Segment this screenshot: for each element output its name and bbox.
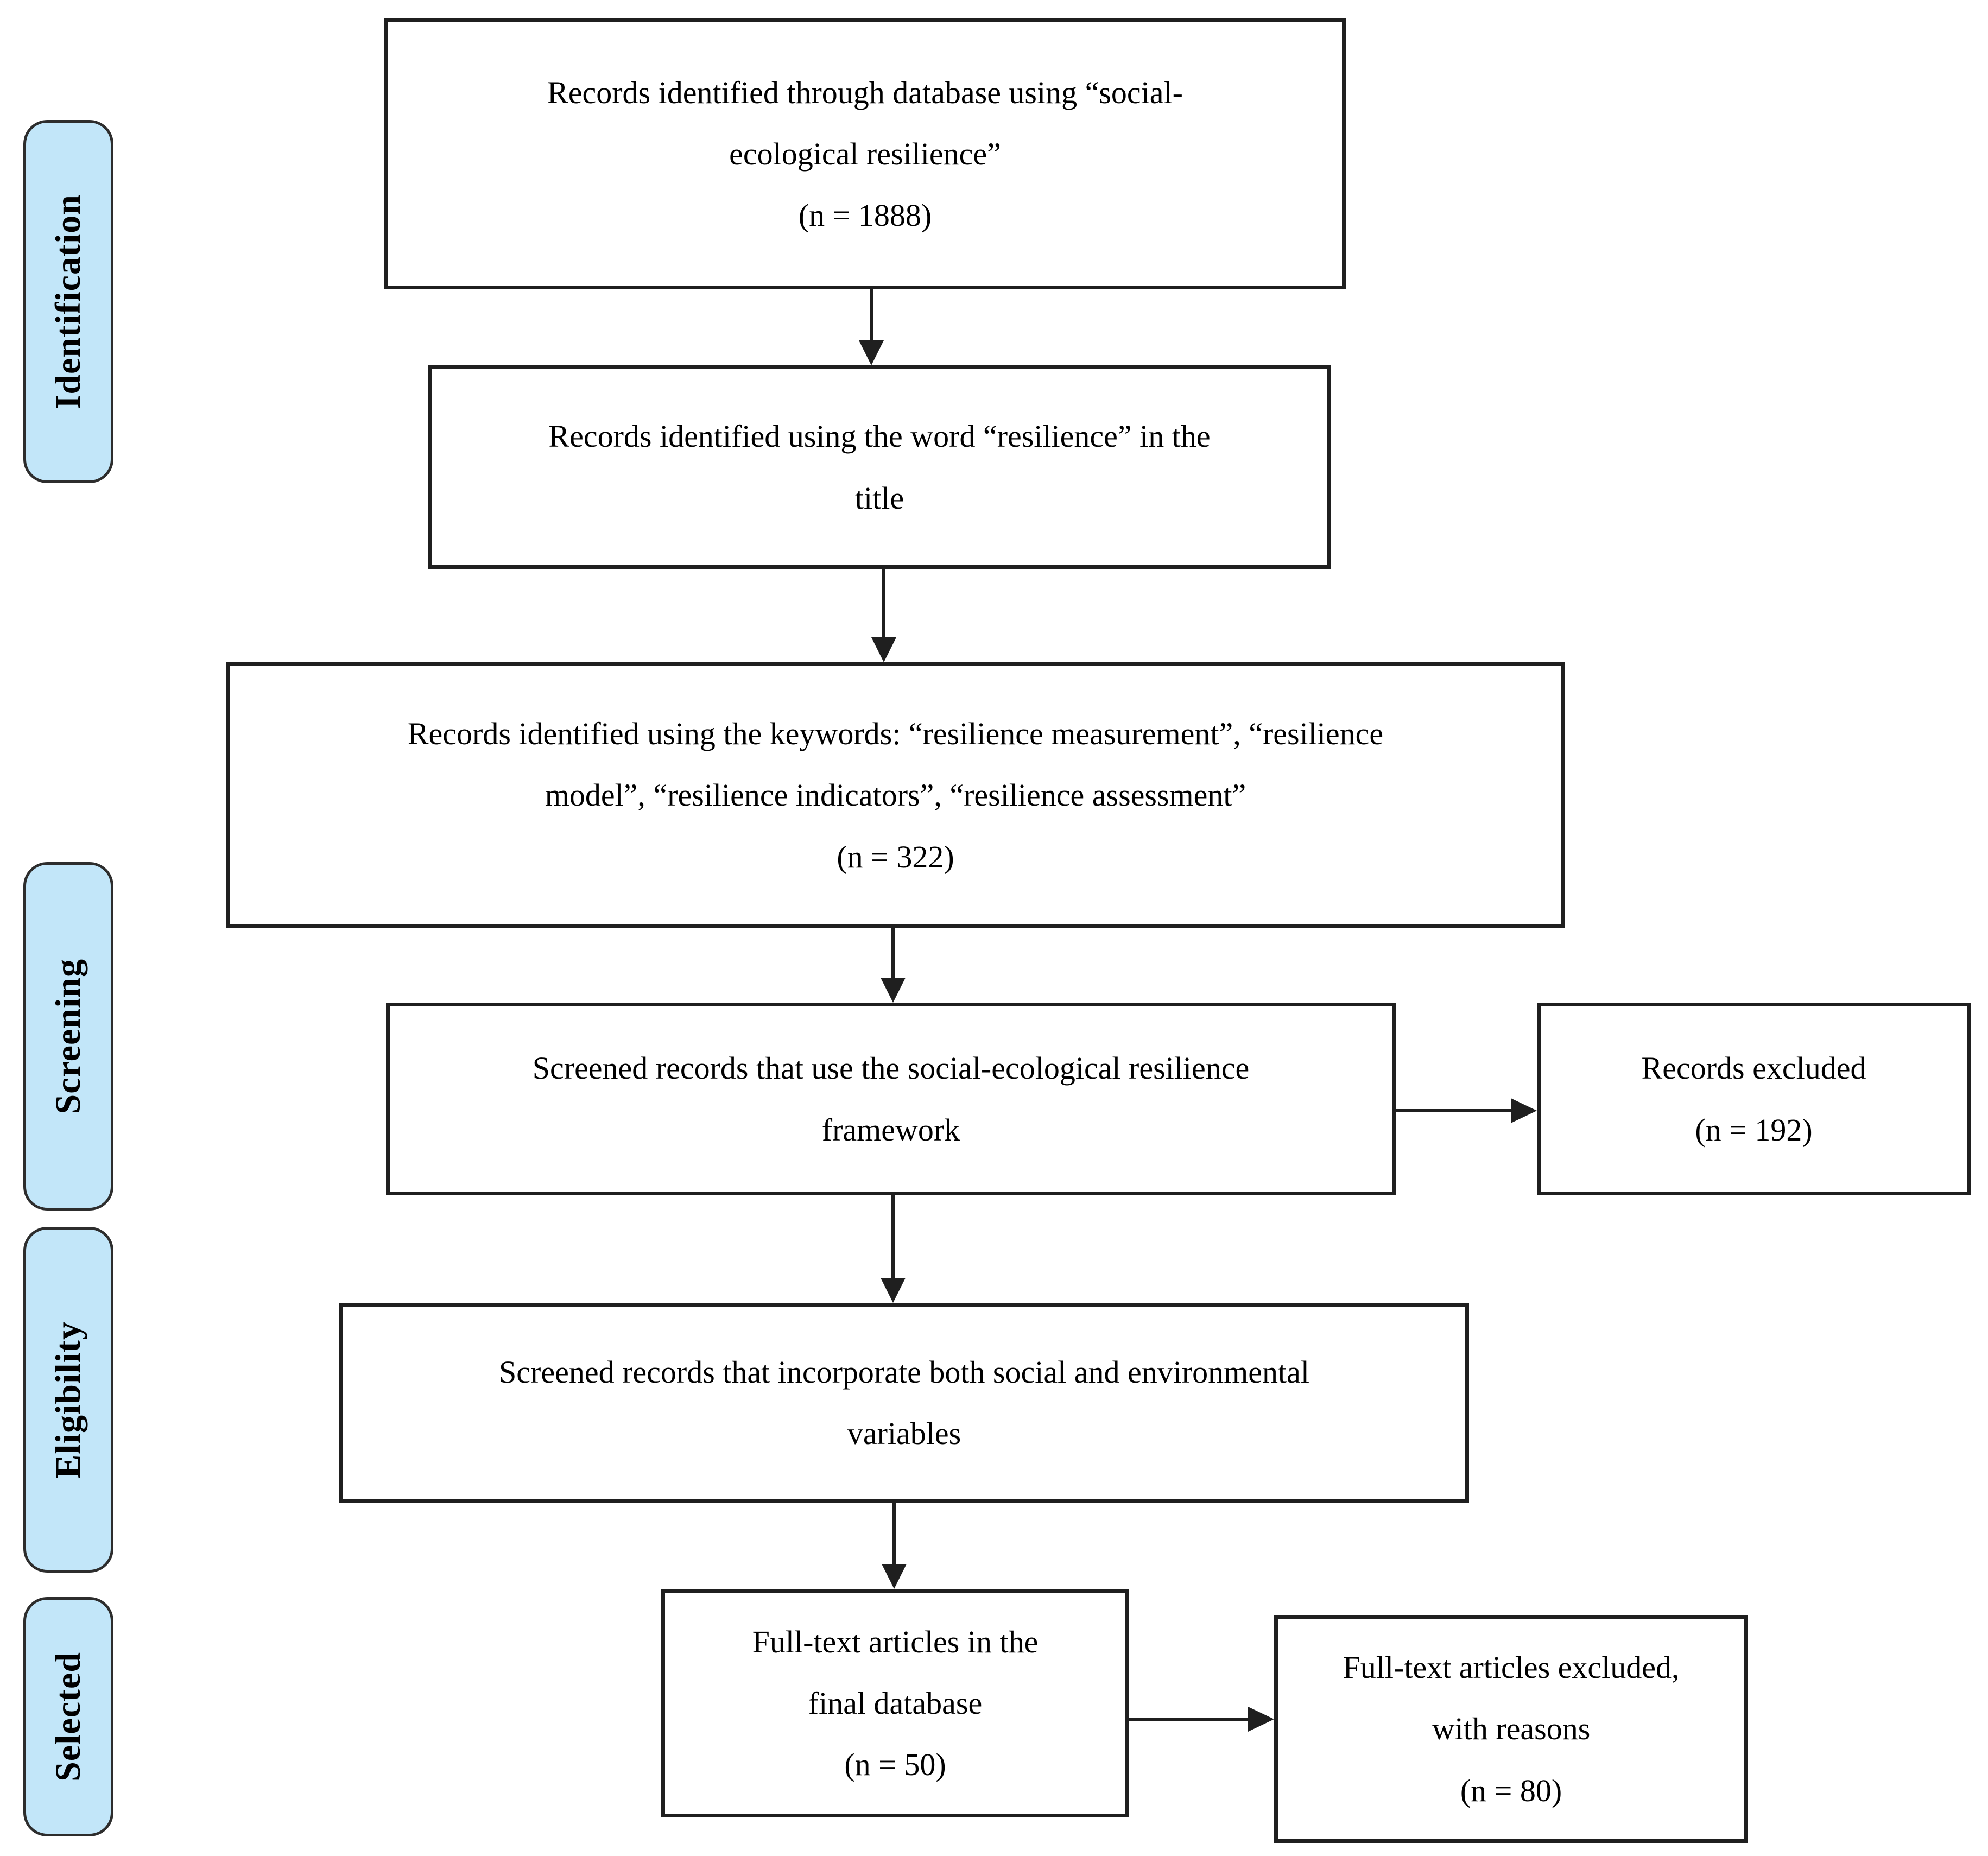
arrow-down-head-icon (881, 1278, 906, 1303)
arrow-down-head-icon (859, 340, 884, 365)
arrow-line (891, 928, 895, 983)
box-final-database-text: Full-text articles in the final database… (752, 1624, 1039, 1783)
arrow-line (1129, 1718, 1253, 1721)
arrow-down-head-icon (881, 978, 906, 1003)
arrow-variables-to-final (881, 1503, 907, 1589)
arrow-down-head-icon (882, 1564, 907, 1589)
arrow-line (870, 289, 873, 346)
arrow-down-head-icon (871, 637, 896, 662)
box-identified-database: Records identified through database usin… (384, 18, 1346, 289)
box-records-excluded-text: Records excluded (n = 192) (1641, 1050, 1866, 1148)
arrow-database-to-title (858, 289, 884, 365)
box-screened-framework-text: Screened records that use the social-eco… (532, 1050, 1250, 1148)
arrow-keywords-to-framework (880, 928, 906, 1003)
arrow-framework-to-variables (880, 1195, 906, 1303)
box-identified-database-text: Records identified through database usin… (547, 74, 1183, 233)
stage-label-selected-text: Selected (48, 1652, 88, 1782)
box-records-excluded: Records excluded (n = 192) (1537, 1003, 1971, 1195)
box-identified-title: Records identified using the word “resil… (428, 365, 1331, 569)
stage-label-screening: Screening (23, 862, 113, 1211)
box-screened-framework: Screened records that use the social-eco… (386, 1003, 1396, 1195)
arrow-framework-to-excluded (1396, 1098, 1537, 1124)
arrow-line (891, 1195, 895, 1283)
arrow-right-head-icon (1511, 1098, 1537, 1123)
arrow-title-to-keywords (871, 569, 897, 662)
stage-label-identification-text: Identification (48, 194, 88, 409)
arrow-line (1396, 1109, 1516, 1112)
box-identified-title-text: Records identified using the word “resil… (548, 419, 1211, 516)
arrow-line (892, 1503, 896, 1569)
box-identified-keywords-text: Records identified using the keywords: “… (407, 716, 1384, 875)
box-identified-keywords: Records identified using the keywords: “… (226, 662, 1565, 928)
arrow-final-to-fulltext-excluded (1129, 1706, 1274, 1732)
stage-label-screening-text: Screening (48, 958, 88, 1114)
box-final-database: Full-text articles in the final database… (661, 1589, 1129, 1817)
stage-label-selected: Selected (23, 1597, 113, 1836)
box-screened-variables-text: Screened records that incorporate both s… (499, 1354, 1309, 1451)
stage-label-eligibility-text: Eligibility (48, 1321, 88, 1479)
box-fulltext-excluded-text: Full-text articles excluded, with reason… (1343, 1650, 1680, 1808)
box-screened-variables: Screened records that incorporate both s… (339, 1303, 1469, 1503)
stage-label-identification: Identification (23, 120, 113, 483)
arrow-line (882, 569, 885, 643)
stage-label-eligibility: Eligibility (23, 1227, 113, 1573)
box-fulltext-excluded: Full-text articles excluded, with reason… (1274, 1615, 1748, 1843)
arrow-right-head-icon (1248, 1707, 1274, 1732)
